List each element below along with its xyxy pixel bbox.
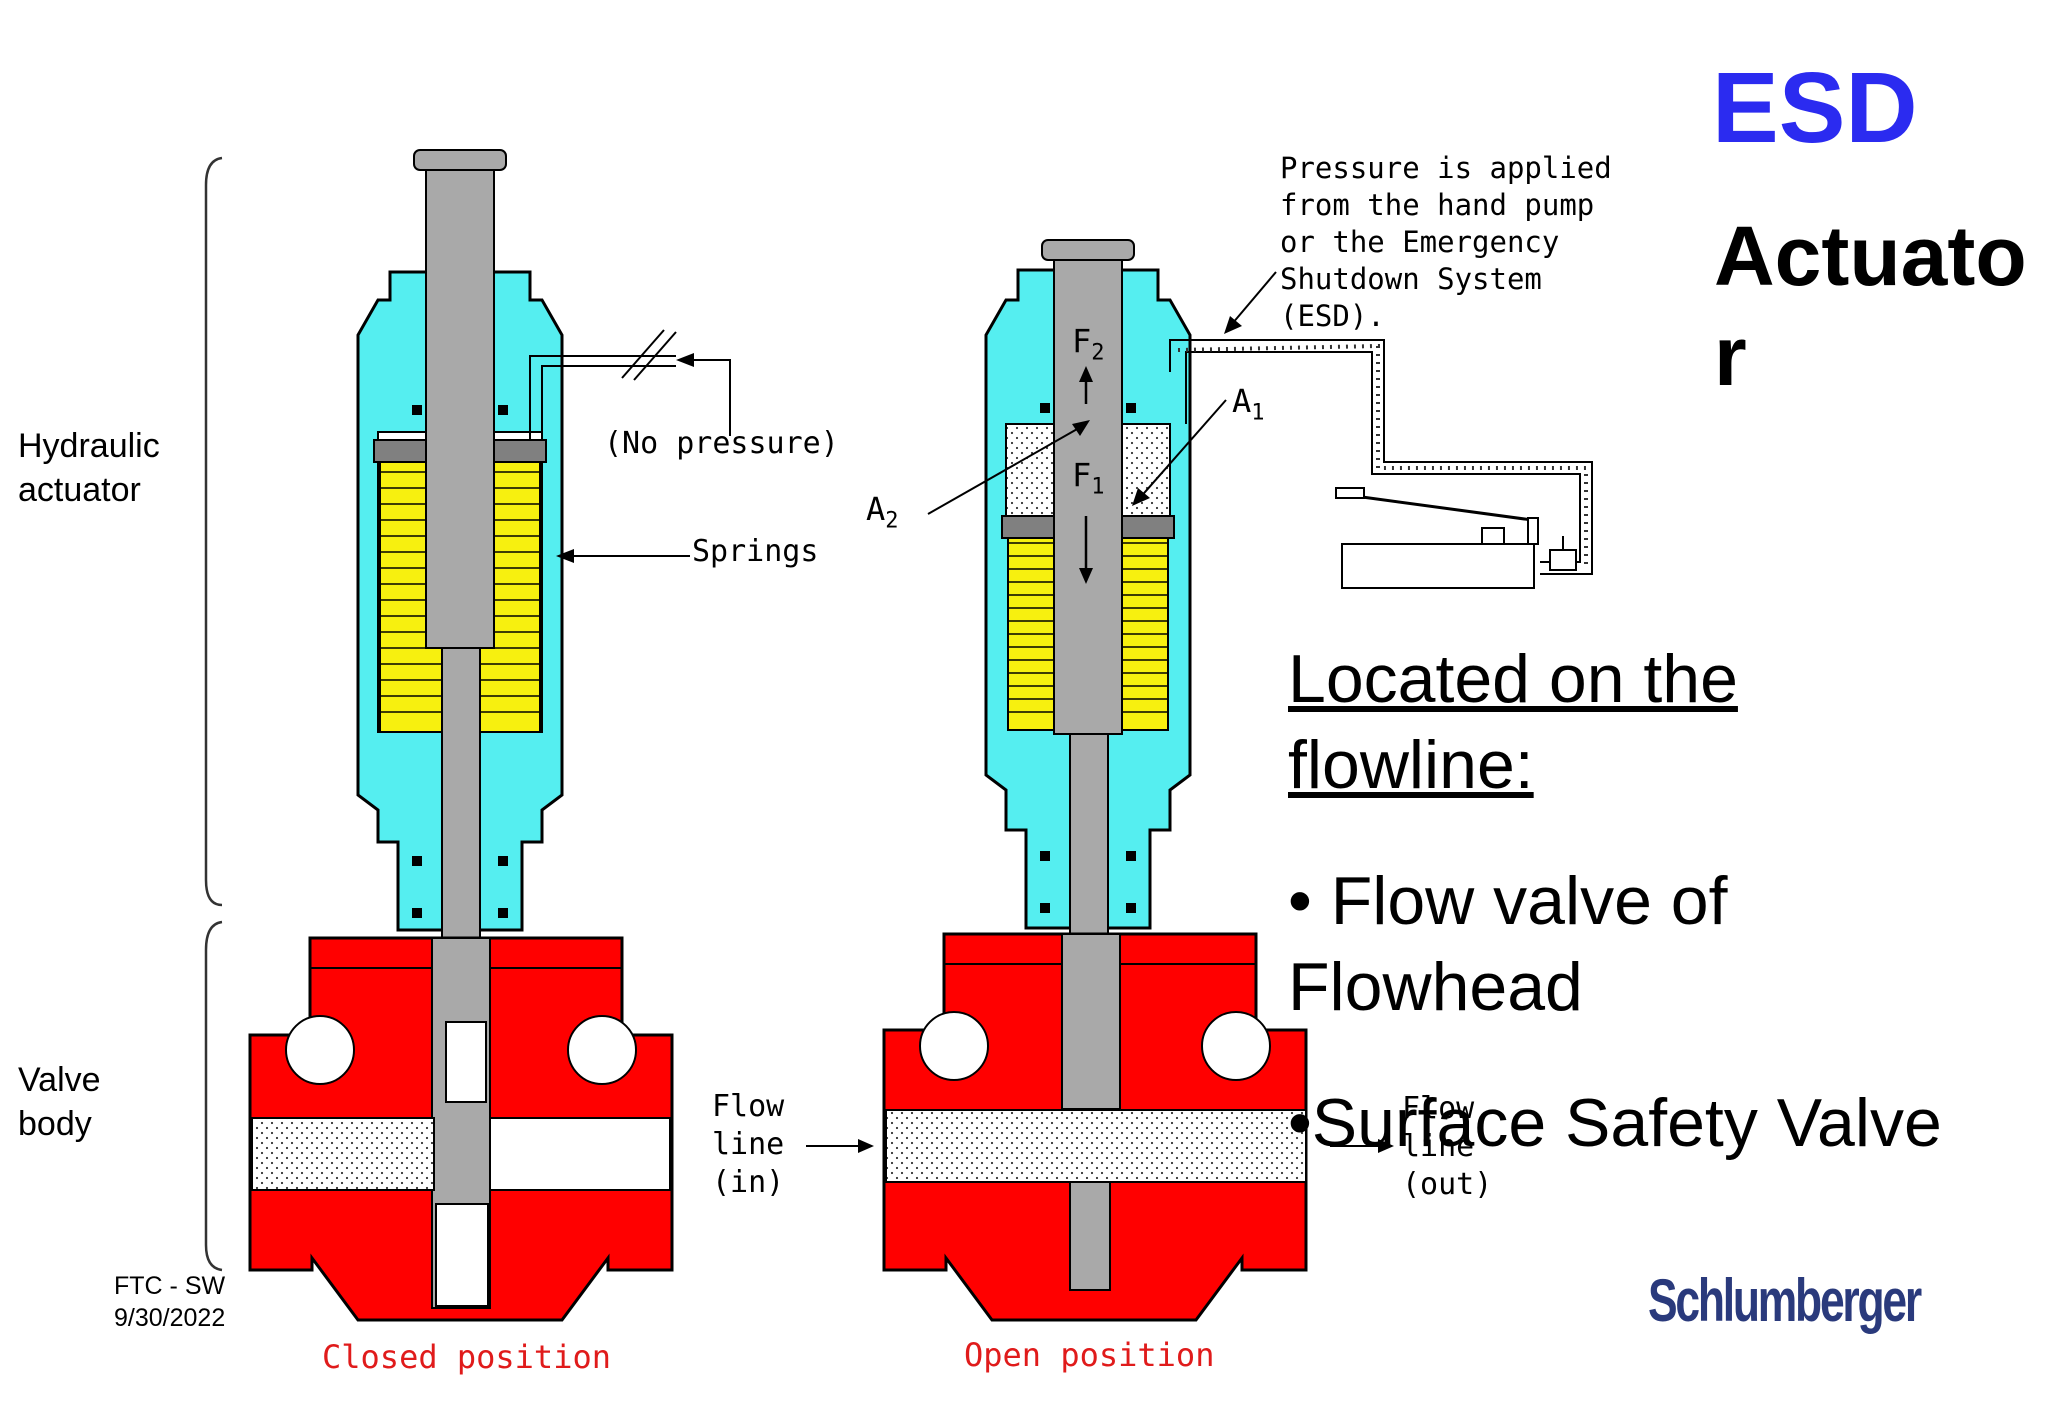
open-stem-top [1053,247,1123,735]
pressure-note-line-1: Pressure is applied [1280,151,1612,185]
a1-subscript: 1 [1251,400,1265,426]
f2-label: F2 [1072,322,1105,365]
slide-subtitle: Actuator [1714,209,2027,403]
f1-label: F1 [1072,456,1105,499]
label-valve-body: Valve body [18,1058,101,1146]
section-heading: Located on the flowline: [1288,636,1738,808]
valve-body-brace [204,920,223,1272]
no-pressure-arrow [690,359,731,436]
open-gate-bottom [1069,1181,1111,1291]
a2-subscript: 2 [885,508,899,534]
footer: FTC - SW 9/30/2022 [114,1270,225,1334]
bullet-surface-safety-valve: •Surface Safety Valve [1288,1085,1942,1161]
open-stem-cap [1041,239,1135,261]
closed-hydraulic-line [529,355,676,440]
flow-line-in-label: Flow line (in) [712,1088,784,1202]
label-hydraulic-actuator: Hydraulic actuator [18,424,160,512]
label-valve: Valve [18,1061,101,1099]
a1-label: A1 [1232,382,1265,425]
footer-date: 9/30/2022 [114,1304,226,1332]
bullet-flow-valve: • Flow valve of Flowhead [1288,858,1728,1030]
section-heading-line-2: flowline: [1288,727,1534,803]
actuator-brace [204,156,223,907]
slide-title: ESD [1712,52,1918,164]
schlumberger-logo: Schlumberger [1648,1267,1922,1334]
flow-in-line-1: Flow [712,1089,785,1124]
no-pressure-label: (No pressure) [604,426,839,461]
flow-out-line-3: (out) [1402,1167,1493,1202]
pressure-note-line-2: from the hand pump [1280,188,1595,222]
f1-letter: F [1072,456,1092,494]
pressure-note-line-3: or the Emergency [1280,225,1560,259]
f2-subscript: 2 [1091,340,1105,366]
section-heading-line-1: Located on the [1288,641,1738,717]
flow-in-line-2: line [712,1127,785,1162]
closed-flow-in [251,1117,435,1191]
f2-letter: F [1072,322,1092,360]
label-body: body [18,1105,92,1143]
footer-line-1: FTC - SW [114,1272,226,1300]
pressure-note: Pressure is applied from the hand pump o… [1280,150,1612,335]
f1-subscript: 1 [1091,474,1105,500]
flow-in-line-3: (in) [712,1165,785,1200]
springs-label: Springs [692,534,819,569]
open-position-caption: Open position [964,1336,1215,1374]
closed-gate [445,1021,487,1103]
hand-pump [1335,487,1577,589]
open-flow-bore [885,1109,1307,1183]
bullet-1-line-1: • Flow valve of [1288,863,1728,939]
closed-stem-cap [413,149,507,171]
pressure-line [1169,339,1593,575]
a2-letter: A [866,490,886,528]
a1-letter: A [1232,382,1252,420]
flow-out-line-2: line [1402,1129,1475,1164]
flow-out-line-1: Flow [1402,1091,1475,1126]
open-valve [806,239,1593,1322]
closed-position-caption: Closed position [322,1338,611,1376]
pressure-note-line-4: Shutdown System [1280,262,1542,296]
pressure-note-line-5: (ESD). [1280,299,1385,333]
closed-valve [248,149,731,1322]
closed-stem-top [425,157,495,649]
closed-flow-out [489,1117,671,1191]
bullet-1-line-2: Flowhead [1288,949,1583,1025]
label-hydraulic: Hydraulic [18,427,160,465]
a2-label: A2 [866,490,899,533]
open-valve-stem-slot [1061,933,1121,1110]
label-actuator: actuator [18,471,141,509]
flow-line-out-label: Flow line (out) [1402,1090,1492,1204]
